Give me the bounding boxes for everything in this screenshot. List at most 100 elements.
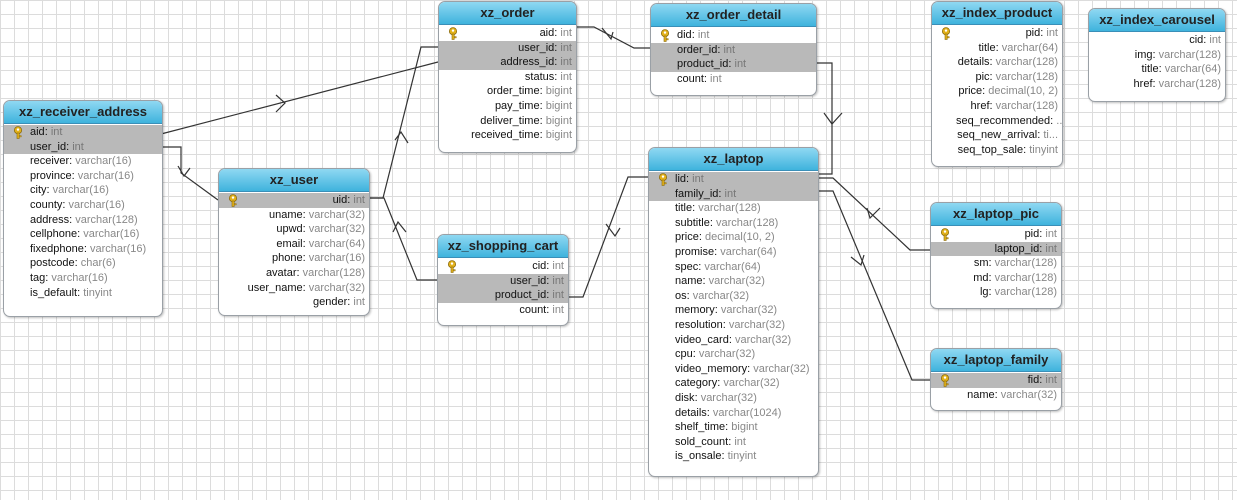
field-row[interactable]: user_id: int bbox=[439, 40, 576, 56]
field-row[interactable]: title: varchar(64) bbox=[1089, 62, 1225, 77]
field-row[interactable]: img: varchar(128) bbox=[1089, 48, 1225, 63]
field-row[interactable]: user_id: int bbox=[4, 139, 162, 155]
field-row[interactable]: pid: int bbox=[931, 227, 1061, 242]
table-title[interactable]: xz_user bbox=[219, 169, 369, 192]
table-title[interactable]: xz_index_carousel bbox=[1089, 9, 1225, 32]
field-row[interactable]: laptop_id: int bbox=[931, 241, 1061, 257]
table-title[interactable]: xz_order bbox=[439, 2, 576, 25]
field-row[interactable]: product_id: int bbox=[651, 57, 816, 72]
field-row[interactable]: href: varchar(128) bbox=[932, 99, 1062, 114]
field-row[interactable]: county: varchar(16) bbox=[4, 198, 162, 213]
field-row[interactable]: upwd: varchar(32) bbox=[219, 222, 369, 237]
field-row[interactable]: cid: int bbox=[438, 259, 568, 274]
field-row[interactable]: did: int bbox=[651, 28, 816, 43]
field-row[interactable]: sm: varchar(128) bbox=[931, 256, 1061, 271]
field-row[interactable]: is_default: tinyint bbox=[4, 286, 162, 301]
field-row[interactable]: resolution: varchar(32) bbox=[649, 318, 818, 333]
field-row[interactable]: deliver_time: bigint bbox=[439, 114, 576, 129]
table-title[interactable]: xz_laptop_family bbox=[931, 349, 1061, 372]
field-row[interactable]: name: varchar(32) bbox=[649, 274, 818, 289]
field-row[interactable]: city: varchar(16) bbox=[4, 183, 162, 198]
field-row[interactable]: uid: int bbox=[219, 193, 369, 208]
field-row[interactable]: sold_count: int bbox=[649, 435, 818, 450]
field-row[interactable]: lid: int bbox=[649, 172, 818, 187]
field-row[interactable]: subtitle: varchar(128) bbox=[649, 216, 818, 231]
field-row[interactable]: video_memory: varchar(32) bbox=[649, 362, 818, 377]
field-row[interactable]: phone: varchar(16) bbox=[219, 251, 369, 266]
field-row[interactable]: aid: int bbox=[4, 125, 162, 140]
field-row[interactable]: address_id: int bbox=[439, 55, 576, 70]
field-row[interactable]: price: decimal(10, 2) bbox=[932, 84, 1062, 99]
field-row[interactable]: gender: int bbox=[219, 295, 369, 310]
field-row[interactable]: aid: int bbox=[439, 26, 576, 41]
field-row[interactable]: details: varchar(1024) bbox=[649, 406, 818, 421]
field-row[interactable]: spec: varchar(64) bbox=[649, 260, 818, 275]
table-title[interactable]: xz_shopping_cart bbox=[438, 235, 568, 258]
table-title[interactable]: xz_laptop bbox=[649, 148, 818, 171]
field-row[interactable]: fixedphone: varchar(16) bbox=[4, 242, 162, 257]
field-row[interactable]: cellphone: varchar(16) bbox=[4, 227, 162, 242]
field-row[interactable]: pic: varchar(128) bbox=[932, 70, 1062, 85]
field-row[interactable]: user_name: varchar(32) bbox=[219, 281, 369, 296]
relation-order-address bbox=[160, 61, 439, 135]
field-row[interactable]: title: varchar(64) bbox=[932, 41, 1062, 56]
field-row[interactable]: cpu: varchar(32) bbox=[649, 347, 818, 362]
field-row[interactable]: os: varchar(32) bbox=[649, 289, 818, 304]
table-title[interactable]: xz_laptop_pic bbox=[931, 203, 1061, 226]
field-row[interactable]: order_id: int bbox=[651, 42, 816, 58]
field-row[interactable]: cid: int bbox=[1089, 33, 1225, 48]
field-row[interactable]: tag: varchar(16) bbox=[4, 271, 162, 286]
field-row[interactable]: price: decimal(10, 2) bbox=[649, 230, 818, 245]
table-title[interactable]: xz_receiver_address bbox=[4, 101, 162, 124]
field-row[interactable]: count: int bbox=[438, 303, 568, 318]
field-row[interactable]: email: varchar(64) bbox=[219, 237, 369, 252]
field-row[interactable]: count: int bbox=[651, 72, 816, 87]
field-row[interactable]: product_id: int bbox=[438, 288, 568, 303]
field-row[interactable]: name: varchar(32) bbox=[931, 388, 1061, 403]
field-row[interactable]: is_onsale: tinyint bbox=[649, 449, 818, 464]
field-row[interactable]: pid: int bbox=[932, 26, 1062, 41]
field-row[interactable]: status: int bbox=[439, 70, 576, 85]
field-row[interactable]: promise: varchar(64) bbox=[649, 245, 818, 260]
field-row[interactable]: address: varchar(128) bbox=[4, 213, 162, 228]
field-row[interactable]: postcode: char(6) bbox=[4, 256, 162, 271]
field-row[interactable]: shelf_time: bigint bbox=[649, 420, 818, 435]
field-row[interactable]: province: varchar(16) bbox=[4, 169, 162, 184]
field-row[interactable]: seq_new_arrival: ti... bbox=[932, 128, 1062, 143]
field-row[interactable]: fid: int bbox=[931, 373, 1061, 388]
field-row[interactable]: details: varchar(128) bbox=[932, 55, 1062, 70]
field-row[interactable]: memory: varchar(32) bbox=[649, 303, 818, 318]
field-row[interactable]: avatar: varchar(128) bbox=[219, 266, 369, 281]
field-row[interactable]: seq_top_sale: tinyint bbox=[932, 143, 1062, 158]
field-separator: : bbox=[692, 348, 699, 361]
field-row[interactable]: seq_recommended: ... bbox=[932, 114, 1062, 129]
field-row[interactable]: category: varchar(32) bbox=[649, 376, 818, 391]
field-row[interactable]: title: varchar(128) bbox=[649, 201, 818, 216]
field-row[interactable]: order_time: bigint bbox=[439, 84, 576, 99]
field-row[interactable]: received_time: bigint bbox=[439, 128, 576, 143]
field-row[interactable]: pay_time: bigint bbox=[439, 99, 576, 114]
table-title[interactable]: xz_order_detail bbox=[651, 4, 816, 27]
field-row[interactable]: disk: varchar(32) bbox=[649, 391, 818, 406]
field-row[interactable]: uname: varchar(32) bbox=[219, 208, 369, 223]
field-name: pid bbox=[1024, 228, 1040, 240]
field-row[interactable]: href: varchar(128) bbox=[1089, 77, 1225, 92]
field-name: cid bbox=[1189, 34, 1204, 46]
table-title[interactable]: xz_index_product bbox=[932, 2, 1062, 25]
field-row[interactable]: receiver: varchar(16) bbox=[4, 154, 162, 169]
field-row[interactable]: lg: varchar(128) bbox=[931, 285, 1061, 300]
field-row[interactable]: video_card: varchar(32) bbox=[649, 333, 818, 348]
field-row[interactable]: user_id: int bbox=[438, 273, 568, 289]
field-row[interactable]: md: varchar(128) bbox=[931, 271, 1061, 286]
field-row[interactable]: family_id: int bbox=[649, 186, 818, 202]
